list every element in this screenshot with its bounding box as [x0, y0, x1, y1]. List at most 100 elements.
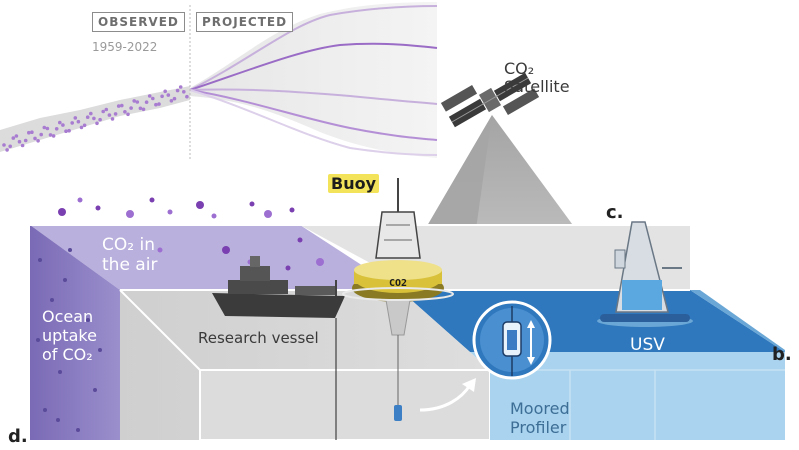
observed-dot	[14, 134, 19, 138]
observed-dot	[132, 99, 136, 103]
observed-dot	[135, 100, 140, 104]
air-surface	[30, 225, 400, 290]
observed-dot	[141, 107, 146, 112]
usv-label: USV	[630, 335, 665, 355]
air-label-line1: CO₂ in	[102, 235, 155, 255]
observed-dot	[64, 129, 68, 133]
satellite-label-line2: Satellite	[504, 77, 570, 96]
ocean-uptake-line3: of CO₂	[42, 345, 93, 364]
co2-molecule	[95, 205, 101, 211]
observed-dot	[11, 136, 16, 140]
observed-dot	[82, 123, 87, 128]
observed-dot	[61, 123, 65, 127]
projection-line-lower	[189, 89, 438, 141]
moored-profiler-icon	[472, 300, 552, 380]
side-dot	[56, 418, 60, 422]
observed-dot	[92, 116, 96, 121]
observed-dot	[51, 134, 56, 138]
observed-dot	[89, 111, 93, 116]
side-dot	[98, 348, 102, 352]
observed-dot	[166, 93, 171, 97]
panel-letter-c: c.	[606, 202, 624, 223]
research-vessel-label: Research vessel	[198, 329, 319, 347]
observed-dot	[27, 130, 31, 135]
projection-line-mid	[189, 88, 438, 105]
observed-dot	[5, 148, 9, 152]
co2-molecule	[297, 237, 303, 243]
observed-dot	[160, 94, 164, 99]
observed-dot	[2, 143, 6, 147]
ocean-water-block	[470, 352, 785, 440]
observed-dot	[36, 139, 40, 143]
observed-dot	[48, 133, 53, 137]
observed-dot	[123, 110, 127, 114]
observed-dot	[138, 106, 143, 111]
panel-letter-d: d.	[8, 426, 28, 447]
co2-molecule	[289, 207, 295, 213]
side-dot	[38, 258, 42, 262]
satellite-icon	[440, 72, 540, 128]
block-edge	[119, 289, 201, 371]
observed-years: 1959-2022	[92, 40, 158, 54]
observed-dot	[126, 112, 130, 117]
side-dot	[93, 388, 97, 392]
observed-dot	[120, 103, 124, 108]
observed-dot	[76, 119, 81, 124]
observed-dot	[144, 100, 149, 104]
usv-icon	[597, 221, 693, 327]
observed-dot	[182, 90, 186, 94]
observed-dot	[147, 94, 152, 98]
observed-dot	[98, 117, 102, 122]
observed-dot	[113, 112, 118, 116]
ocean-uptake-side	[30, 225, 120, 440]
projection-line-upper	[189, 42, 438, 91]
side-dot	[36, 338, 40, 342]
co2-molecule	[126, 210, 134, 218]
observed-data-dots	[2, 85, 189, 152]
observed-dot	[104, 107, 109, 112]
side-co2-dots	[36, 248, 102, 432]
co2-molecule	[157, 247, 163, 253]
observed-label: OBSERVED	[92, 12, 185, 32]
observed-dot	[110, 117, 115, 121]
ocean-uptake-line1: Ocean	[42, 307, 94, 326]
air-label-line2: the air	[102, 255, 158, 275]
observed-dot	[67, 128, 71, 133]
observed-dot	[42, 125, 47, 130]
projection-line-high	[189, 5, 438, 91]
observed-dot	[107, 113, 112, 117]
buoy-waterline	[342, 287, 454, 301]
co2-molecule	[222, 246, 230, 254]
co2-molecule	[58, 208, 66, 216]
observed-dot	[154, 102, 158, 107]
observed-dot	[178, 85, 183, 89]
co2-molecule	[264, 210, 272, 218]
observed-dot	[33, 136, 37, 141]
co2-molecule	[149, 197, 155, 203]
profiler-arrow	[419, 384, 472, 412]
observed-dot	[101, 109, 105, 114]
observed-dot	[58, 120, 62, 125]
observed-dot	[20, 143, 25, 148]
co2-molecule	[77, 197, 83, 203]
observed-dot	[39, 132, 43, 137]
side-dot	[43, 408, 47, 412]
observed-dot	[175, 88, 180, 93]
co2-molecule	[316, 258, 324, 266]
ocean-surface-edge	[690, 290, 785, 352]
observed-dot	[79, 125, 84, 130]
moored-profiler-line2: Profiler	[510, 418, 567, 437]
observed-dot	[95, 121, 99, 126]
observed-dot	[129, 106, 133, 110]
buoy-label: Buoy	[328, 174, 380, 193]
panel-letter-b: b.	[772, 344, 792, 365]
observed-dot	[73, 116, 78, 120]
co2-molecule	[196, 201, 204, 209]
projected-fan	[190, 2, 437, 158]
observed-dot	[172, 96, 177, 101]
observed-dot	[163, 89, 167, 94]
co2-molecule	[285, 265, 291, 271]
research-vessel-icon	[212, 256, 345, 440]
projected-label: PROJECTED	[196, 12, 294, 32]
